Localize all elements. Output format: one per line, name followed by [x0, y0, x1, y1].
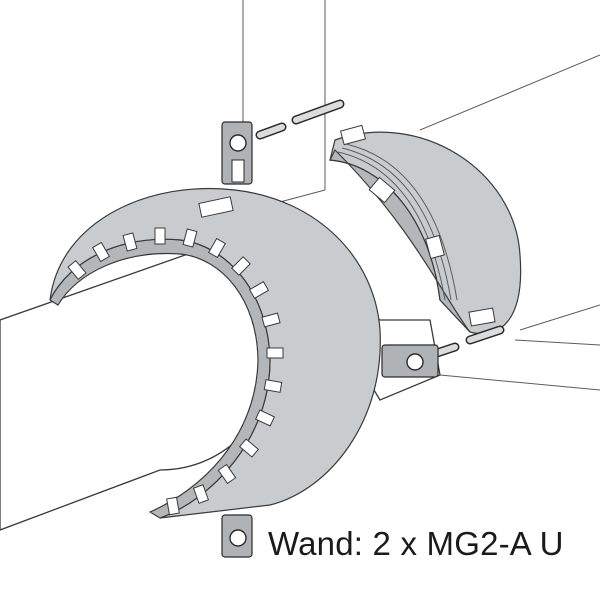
bracket-top	[221, 121, 253, 185]
wall-edge-back-mid	[519, 304, 600, 331]
far-collar-clip-top	[368, 176, 396, 204]
fin	[122, 232, 138, 252]
fin	[254, 409, 276, 427]
far-collar-band-1	[337, 151, 446, 301]
bracket-bottom	[221, 514, 253, 558]
fin	[238, 438, 260, 458]
fin	[261, 312, 281, 328]
fin	[217, 463, 237, 485]
fin	[166, 496, 180, 516]
fixing-brackets	[221, 121, 439, 558]
far-collar-band-2	[341, 147, 452, 301]
wall-edge-back-top	[419, 54, 600, 131]
far-collar-clip-mid	[425, 234, 445, 260]
near-collar	[49, 187, 381, 519]
wall-edge-bottom	[439, 374, 600, 391]
near-collar-inner-face	[49, 238, 271, 519]
fin	[192, 484, 210, 504]
fin	[231, 256, 251, 276]
near-collar-fins	[67, 227, 284, 516]
fin	[248, 280, 270, 300]
bracket-top-slot	[231, 159, 245, 183]
fin	[182, 228, 198, 248]
far-collar-tab-top	[339, 124, 367, 146]
fin	[91, 241, 111, 263]
fin	[67, 259, 87, 281]
rod-bottom-right-fill	[467, 327, 503, 343]
product-caption: Wand: 2 x MG2-A U	[268, 525, 564, 562]
bracket-top-screw	[229, 134, 247, 152]
fin	[207, 237, 227, 259]
bracket-bottom-screw	[229, 529, 247, 547]
bracket-right-screw	[406, 353, 424, 371]
near-collar-closure-tab	[198, 196, 234, 218]
threaded-rods	[255, 99, 505, 362]
bracket-right	[381, 344, 439, 378]
fin	[154, 227, 166, 245]
far-collar	[329, 124, 522, 335]
far-collar-tab-bottom	[468, 307, 496, 327]
far-collar-band-3	[345, 143, 458, 301]
rod-top-right-fill	[293, 101, 343, 123]
fin	[266, 347, 284, 359]
wall-edge-bottom-2	[514, 339, 600, 346]
fin	[263, 379, 283, 393]
rod-top-left-fill	[257, 124, 285, 138]
